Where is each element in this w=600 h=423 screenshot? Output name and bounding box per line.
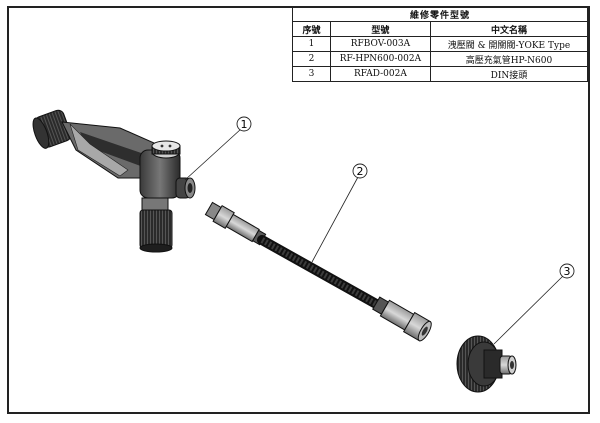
table-row: 3 RFAD-002A DIN接頭 [292, 66, 589, 82]
callout-1-label: 1 [241, 118, 248, 131]
row-no: 3 [292, 66, 331, 82]
callout-2: 2 [311, 163, 368, 263]
callout-1: 1 [184, 116, 252, 181]
din-adapter-part [456, 335, 517, 393]
parts-table-header-row: 序號 型號 中文名稱 [292, 21, 589, 37]
row-name: DIN接頭 [429, 66, 589, 82]
callout-3-label: 3 [564, 265, 571, 278]
row-model: RFAD-002A [329, 66, 431, 82]
parts-table: 維修零件型號 序號 型號 中文名稱 1 RFBOV-003A 洩壓閥 & 開關閥… [292, 7, 589, 82]
callout-2-label: 2 [357, 165, 364, 178]
callout-3: 3 [493, 263, 575, 345]
yoke-valve-part [32, 109, 196, 253]
table-row: 2 RF-HPN600-002A 高壓充氣管HP-N600 [292, 51, 589, 67]
hp-hose-part [204, 201, 432, 342]
